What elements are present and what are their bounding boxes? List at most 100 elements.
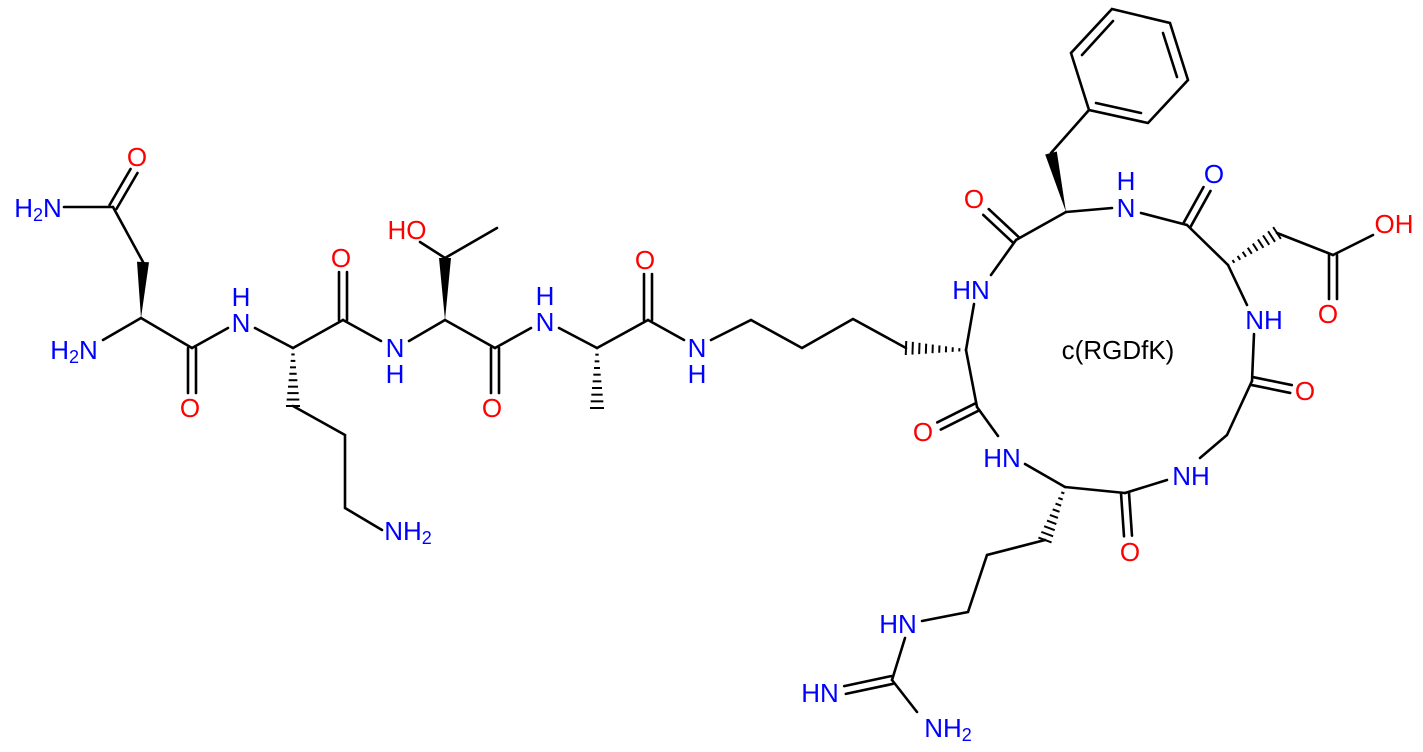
- bond: [253, 326, 295, 350]
- bond: [964, 348, 979, 409]
- bond: [964, 302, 976, 352]
- carboxyl-oh-label: OH: [1375, 209, 1414, 239]
- hash-line: [1049, 513, 1059, 519]
- bond: [418, 240, 447, 260]
- hash-bond: [1231, 226, 1282, 264]
- wedge-bond: [439, 258, 451, 320]
- bond: [1275, 231, 1335, 257]
- side-chain: [291, 404, 384, 532]
- hash-line: [1257, 238, 1265, 249]
- cyclic-peptide-title: c(RGDfK): [1062, 335, 1175, 365]
- hash-bond: [286, 353, 300, 407]
- hydroxyl-label: HO: [388, 215, 427, 245]
- bond: [975, 405, 1000, 438]
- oxygen-label: O: [964, 184, 984, 214]
- bond: [989, 238, 1018, 277]
- wedge-bond: [137, 261, 149, 318]
- bond-line: [1182, 185, 1205, 225]
- hydrogen-label: H: [536, 281, 555, 311]
- bond: [1014, 210, 1068, 242]
- hash-bond: [590, 353, 604, 409]
- double-bond: [108, 167, 139, 211]
- hash-line: [1231, 259, 1236, 264]
- double-bond: [1327, 253, 1339, 301]
- double-bond: [935, 402, 981, 431]
- aromatic-bond: [1161, 31, 1179, 79]
- bond: [595, 318, 650, 350]
- bond: [1331, 233, 1375, 257]
- nitrogen-label: N: [536, 307, 555, 337]
- hash-bond: [1038, 491, 1065, 544]
- hydrogen-label: H: [386, 359, 405, 389]
- nitrogen-label: N: [232, 308, 251, 338]
- oxygen-label: O: [1318, 299, 1338, 329]
- hash-line: [1040, 530, 1054, 538]
- oxygen-label: O: [331, 243, 351, 273]
- hydrogen-label: H: [1117, 166, 1136, 196]
- oxygen-label: O: [1120, 537, 1140, 567]
- aromatic-bond: [1094, 101, 1143, 115]
- oxygen-label: O: [913, 417, 933, 447]
- bond-line: [1249, 383, 1292, 395]
- bond: [890, 636, 907, 682]
- oxygen-label: O: [180, 393, 200, 423]
- benzene-ring: [1069, 7, 1190, 125]
- bond-line: [939, 409, 981, 431]
- bond-line: [1251, 375, 1294, 387]
- hash-line: [1046, 519, 1057, 526]
- hash-bond: [904, 340, 961, 356]
- bond-line: [1127, 491, 1134, 538]
- bond: [1198, 379, 1254, 460]
- n-terminus-label: H2N: [50, 335, 98, 367]
- double-bond: [842, 674, 895, 696]
- double-bond: [337, 270, 349, 322]
- bond: [291, 318, 345, 350]
- bond: [443, 318, 497, 350]
- bond-line: [935, 402, 977, 424]
- hash-line: [1055, 502, 1062, 507]
- bond-line: [987, 207, 1021, 239]
- amide-nh2-label: H2N: [14, 193, 62, 225]
- hydrogen-label: H: [232, 282, 251, 312]
- bond: [190, 326, 230, 350]
- double-bond: [489, 346, 501, 395]
- hash-line: [1252, 243, 1259, 252]
- hash-line: [1052, 508, 1060, 513]
- hydrogen-label: H: [688, 359, 707, 389]
- wedge-bond: [1045, 151, 1066, 212]
- atom-labels: O H2N H2N O H N NH2 O N H HO O H N O N H…: [14, 142, 1413, 745]
- bond-line: [1189, 189, 1212, 229]
- hash-line: [1043, 525, 1056, 532]
- bonds: [62, 7, 1375, 714]
- wedge-shape: [1045, 151, 1066, 212]
- bond: [1226, 263, 1249, 307]
- hash-line: [1236, 255, 1242, 261]
- oxygen-label: O: [1204, 159, 1224, 189]
- bond: [341, 318, 383, 343]
- bond: [1185, 223, 1230, 267]
- bond: [1250, 332, 1256, 383]
- double-bond: [642, 272, 654, 322]
- hash-line: [1267, 230, 1276, 243]
- bond-line: [981, 213, 1015, 245]
- bond-line: [842, 674, 893, 688]
- bond: [1049, 108, 1091, 155]
- ring-nh-label: HN: [952, 275, 990, 305]
- nitrogen-label: N: [688, 333, 707, 363]
- bond: [1064, 206, 1114, 214]
- bond: [646, 318, 686, 342]
- bond: [111, 205, 145, 264]
- oxygen-label: O: [1295, 376, 1315, 406]
- nitrogen-label: N: [1117, 193, 1136, 223]
- hash-line: [1058, 497, 1064, 501]
- double-bond: [186, 346, 198, 395]
- bond: [1123, 478, 1169, 495]
- hash-line: [1241, 251, 1247, 258]
- hash-line: [1262, 234, 1271, 246]
- bond: [443, 226, 499, 260]
- amine-nh2-label: NH2: [384, 516, 432, 548]
- side-chain: [920, 538, 1047, 623]
- guanidine-nh2-label: NH2: [924, 713, 972, 745]
- bond: [493, 326, 533, 350]
